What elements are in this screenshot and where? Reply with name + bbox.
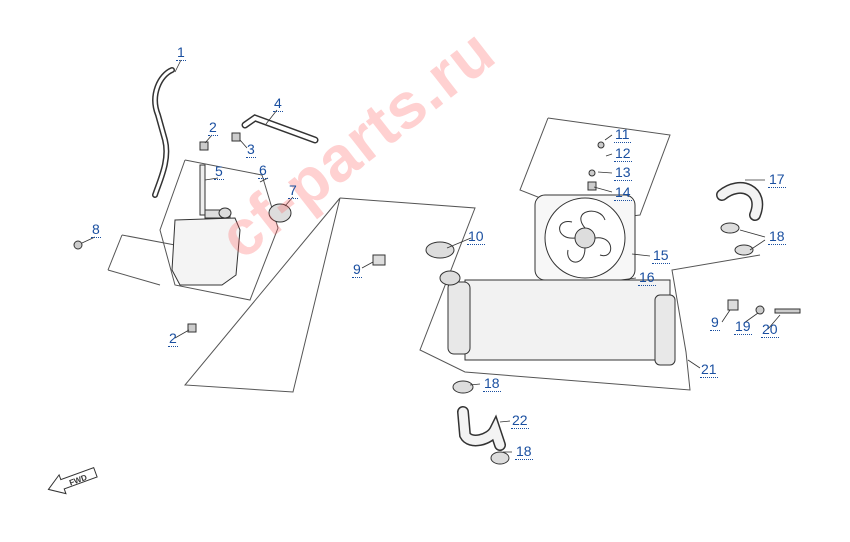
callout-12[interactable]: 12 (614, 145, 632, 162)
reservoir-group-outline (159, 159, 279, 301)
callout-18c[interactable]: 18 (515, 443, 533, 460)
callout-1[interactable]: 1 (176, 44, 186, 61)
callout-13[interactable]: 13 (614, 164, 632, 181)
callout-19[interactable]: 19 (734, 318, 752, 335)
callout-3[interactable]: 3 (246, 141, 256, 158)
callout-5[interactable]: 5 (214, 163, 224, 180)
radiator-core (447, 279, 676, 366)
reservoir-tank (171, 217, 241, 286)
callout-15[interactable]: 15 (652, 247, 670, 264)
callout-4[interactable]: 4 (273, 95, 283, 112)
callout-7[interactable]: 7 (288, 182, 298, 199)
callout-11[interactable]: 11 (614, 126, 631, 143)
callout-16[interactable]: 16 (638, 269, 656, 286)
callout-9a[interactable]: 9 (352, 261, 362, 278)
callout-6[interactable]: 6 (258, 162, 268, 179)
fan-assembly (534, 194, 636, 281)
callout-18b[interactable]: 18 (483, 375, 501, 392)
fwd-label: FWD (68, 473, 88, 488)
callout-21[interactable]: 21 (700, 361, 718, 378)
callout-22[interactable]: 22 (511, 412, 529, 429)
callout-14[interactable]: 14 (614, 184, 632, 201)
radiator-group-outline (339, 197, 761, 391)
callout-10[interactable]: 10 (467, 228, 485, 245)
callout-20[interactable]: 20 (761, 321, 779, 338)
callout-8[interactable]: 8 (91, 221, 101, 238)
callout-18a[interactable]: 18 (768, 228, 786, 245)
fwd-arrow-icon: FWD (47, 466, 98, 495)
callout-9b[interactable]: 9 (710, 314, 720, 331)
callout-2b[interactable]: 2 (168, 330, 178, 347)
callout-2a[interactable]: 2 (208, 119, 218, 136)
radiator-cap (425, 241, 455, 259)
callout-17[interactable]: 17 (768, 171, 786, 188)
